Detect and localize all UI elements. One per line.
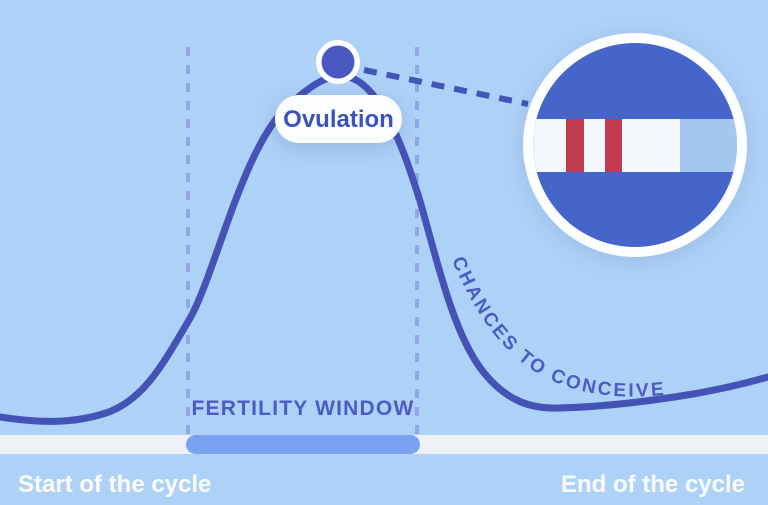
start-of-cycle-label: Start of the cycle bbox=[18, 471, 211, 498]
pregnancy-test-strip bbox=[533, 119, 737, 172]
fertility-window-bar bbox=[186, 435, 420, 454]
end-of-cycle-label: End of the cycle bbox=[561, 471, 745, 498]
ovulation-pill-background bbox=[275, 95, 402, 143]
test-line-1-icon bbox=[566, 119, 584, 172]
ovulation-label: Ovulation bbox=[283, 106, 394, 133]
ovulation-label-pill: Ovulation bbox=[275, 95, 402, 143]
pregnancy-test-magnifier bbox=[523, 33, 747, 257]
test-line-2-icon bbox=[605, 119, 622, 172]
ovulation-dot-core bbox=[321, 45, 355, 79]
ovulation-dot-icon bbox=[316, 40, 360, 84]
test-strip-blue-tip bbox=[680, 119, 737, 172]
fertility-window-label: FERTILITY WINDOW bbox=[192, 397, 415, 420]
pointer-dashed-line bbox=[363, 67, 529, 107]
